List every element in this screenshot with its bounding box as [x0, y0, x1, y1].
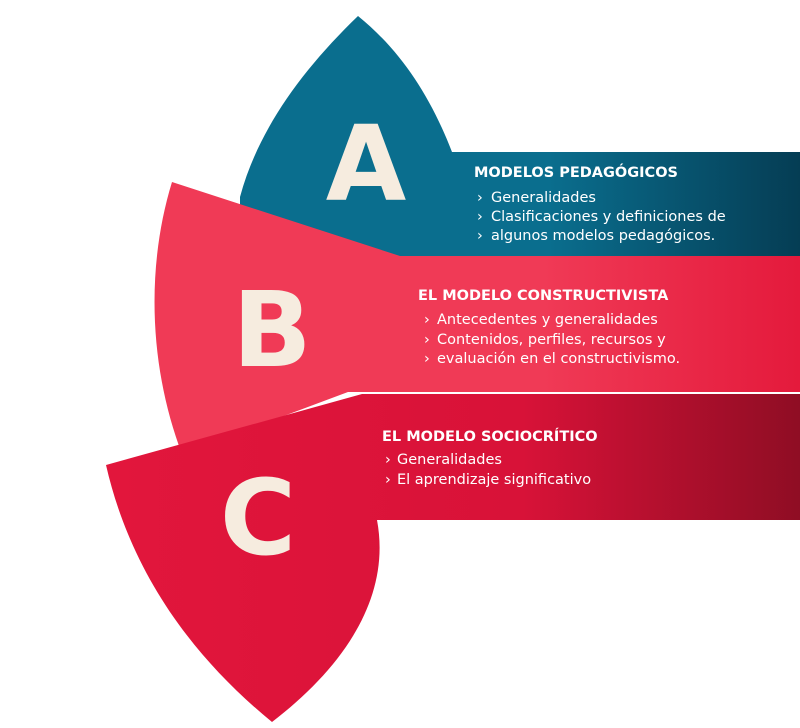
section-a-shape [240, 16, 800, 258]
section-a-item: Clasificaciones y definiciones de [491, 209, 726, 225]
section-a: A MODELOS PEDAGÓGICOS › Generalidades › … [240, 16, 800, 258]
section-c-item: Generalidades [397, 452, 502, 468]
section-c-item: El aprendizaje significativo [397, 472, 591, 488]
section-c-bullet: › [385, 472, 391, 488]
section-b-bullet: › [424, 351, 430, 367]
section-b-item: Contenidos, perfiles, recursos y [437, 332, 666, 348]
section-b-items: › Antecedentes y generalidades › Conteni… [424, 312, 680, 367]
section-a-item: Generalidades [491, 190, 596, 206]
section-c-shape [106, 394, 800, 722]
section-a-bullet: › [477, 228, 483, 244]
section-c-items: › Generalidades › El aprendizaje signifi… [385, 452, 591, 488]
section-b: B EL MODELO CONSTRUCTIVISTA › Antecedent… [154, 182, 800, 454]
section-b-bullet: › [424, 332, 430, 348]
section-b-bullet: › [424, 312, 430, 328]
section-c-title: EL MODELO SOCIOCRÍTICO [382, 428, 598, 445]
section-a-bullet: › [477, 209, 483, 225]
section-a-bullet: › [477, 190, 483, 206]
section-b-letter: B [232, 269, 311, 391]
section-a-item: algunos modelos pedagógicos. [491, 228, 715, 244]
section-c-letter: C [220, 457, 296, 579]
section-b-shape [154, 182, 800, 454]
section-b-title: EL MODELO CONSTRUCTIVISTA [418, 288, 669, 304]
section-c: C EL MODELO SOCIOCRÍTICO › Generalidades… [106, 394, 800, 722]
section-a-items: › Generalidades › Clasificaciones y defi… [477, 190, 726, 244]
section-a-letter: A [326, 103, 407, 225]
section-b-item: Antecedentes y generalidades [437, 312, 658, 328]
section-a-title: MODELOS PEDAGÓGICOS [474, 163, 678, 181]
section-c-bullet: › [385, 452, 391, 468]
section-b-item: evaluación en el constructivismo. [437, 351, 680, 367]
